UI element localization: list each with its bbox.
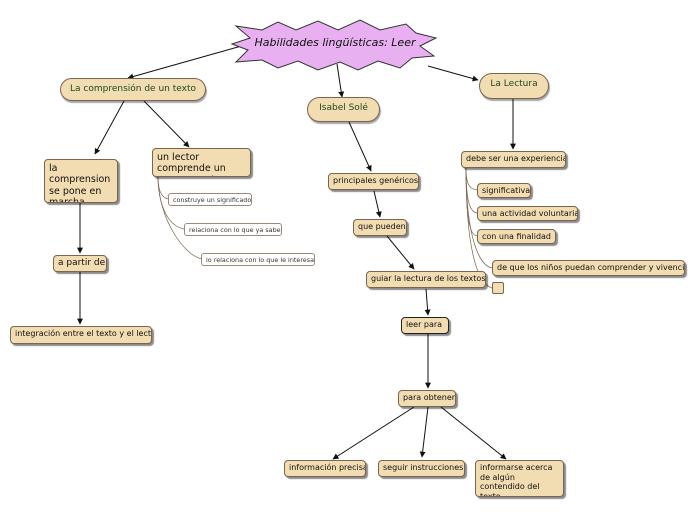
node-que-pueden[interactable]: que pueden (353, 219, 407, 236)
empty-node[interactable] (492, 282, 504, 294)
item-finalidad[interactable]: con una finalidad (477, 229, 556, 244)
node-integracion[interactable]: integración entre el texto y el lector (10, 326, 152, 344)
sub-construye[interactable]: construye un significado (168, 193, 252, 206)
sub-relaciona-interesa[interactable]: lo relaciona con lo que le interesa (201, 253, 315, 266)
item-significativa[interactable]: significativa (477, 183, 531, 198)
branch-comprension[interactable]: La comprensión de un texto (60, 78, 206, 101)
outcome-informacion[interactable]: información precisa (284, 460, 366, 477)
title-starburst-shape (230, 19, 438, 71)
branch-isabel-sole[interactable]: Isabel Solé (307, 97, 380, 122)
edge-title-comprension (127, 44, 246, 80)
edge-title-isabel (336, 63, 345, 98)
edge-obtener-informarse (440, 406, 507, 460)
curve-exp-item3 (465, 166, 478, 237)
node-lector-comprende[interactable]: un lector comprende un texto cuando (152, 148, 251, 177)
edge-guiar-leerpara (424, 288, 431, 316)
map-title: Habilidades lingüísticas: Leer (254, 36, 416, 49)
edge-obtener-info (332, 406, 415, 460)
item-comprender-vivenciar[interactable]: de que los niños puedan comprender y viv… (492, 260, 685, 276)
curve-exp-item1 (465, 166, 478, 191)
curve-exp-empty (465, 166, 493, 289)
edge-title-lectura (427, 65, 479, 82)
edge-quepueden-guiar (386, 235, 415, 270)
edge-principales-quepueden (373, 190, 382, 218)
item-voluntaria[interactable]: una actividad voluntaria (477, 206, 578, 221)
curve-lector-sub3 (157, 175, 203, 260)
edge-comprension-lector (143, 100, 190, 148)
node-para-obtener[interactable]: para obtener (398, 390, 456, 407)
outcome-seguir[interactable]: seguir instrucciones (378, 460, 465, 477)
node-experiencia[interactable]: debe ser una experiencia (461, 151, 566, 168)
branch-la-lectura[interactable]: La Lectura (479, 73, 549, 99)
edge-comprension-puesta (94, 100, 125, 155)
edge-obtener-seguir (419, 406, 429, 458)
node-comprension-puesta[interactable]: la comprension se pone en marcha (44, 159, 118, 203)
node-a-partir-de[interactable]: a partir de (53, 255, 107, 272)
outcome-informarse[interactable]: informarse acerca de algún contendido de… (475, 460, 564, 497)
edge-isabel-principales (348, 121, 372, 172)
node-leer-para[interactable]: leer para (401, 317, 449, 334)
node-guiar[interactable]: guiar la lectura de los textos (366, 271, 486, 288)
sub-relaciona-sabe[interactable]: relaciona con lo que ya sabe (184, 223, 282, 236)
node-principales[interactable]: principales genéricos (328, 173, 419, 190)
